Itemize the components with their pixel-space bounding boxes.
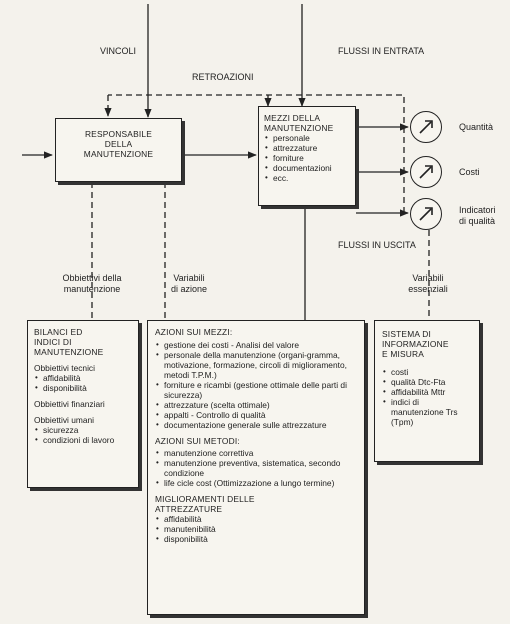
list-item: manutenibilità (155, 524, 357, 534)
list-item: sicurezza (34, 425, 132, 435)
list-item: forniture (264, 153, 350, 163)
list-item: disponibilità (34, 383, 132, 393)
mezzi-list: personale attrezzature forniture documen… (264, 133, 350, 183)
mezzi-box: MEZZI DELLA MANUTENZIONE personale attre… (258, 106, 356, 206)
retroazioni-label: RETROAZIONI (192, 72, 254, 82)
bilanci-title: BILANCI ED (34, 327, 83, 337)
list-item: affidabilità Mttr (382, 387, 472, 397)
vincoli-label: VINCOLI (100, 46, 137, 56)
gauge-icon (410, 198, 442, 230)
gauge-icon (410, 111, 442, 143)
list-item: affidabilità (34, 373, 132, 383)
list-item: ecc. (264, 173, 350, 183)
list-item: documentazione generale sulle attrezzatu… (155, 420, 357, 430)
azioni-metodi-title: AZIONI SUI METODI: (155, 436, 240, 446)
azioni-box: AZIONI SUI MEZZI: gestione dei costi - A… (147, 320, 365, 615)
responsabile-title: RESPONSABILE (84, 129, 153, 139)
list-item: personale (264, 133, 350, 143)
obbiettivi-umani: Obbiettivi umani (34, 415, 95, 425)
azioni-mezzi-title: AZIONI SUI MEZZI: (155, 327, 233, 337)
mezzi-title: MEZZI DELLA (264, 113, 321, 123)
list-item: gestione dei costi - Analisi del valore (155, 340, 357, 350)
bilanci-box: BILANCI ED INDICI DI MANUTENZIONE Obbiet… (27, 320, 139, 488)
list-item: manutenzione preventiva, sistematica, se… (155, 458, 357, 478)
miglioramenti-title: MIGLIORAMENTI DELLE (155, 494, 255, 504)
responsabile-box: RESPONSABILE DELLA MANUTENZIONE (55, 118, 182, 182)
list-item: life cicle cost (Ottimizzazione a lungo … (155, 478, 357, 488)
list-item: costi (382, 367, 472, 377)
list-item: disponibilità (155, 534, 357, 544)
list-item: affidabilità (155, 514, 357, 524)
costi-label: Costi (459, 167, 480, 177)
list-item: manutenzione correttiva (155, 448, 357, 458)
list-item: condizioni di lavoro (34, 435, 132, 445)
retroazioni-loop (108, 94, 405, 213)
obbiettivi-tecnici: Obbiettivi tecnici (34, 363, 95, 373)
list-item: documentazioni (264, 163, 350, 173)
gauge-icon (410, 156, 442, 188)
list-item: indici di manutenzione Trs (Tpm) (382, 397, 472, 427)
list-item: attrezzature (264, 143, 350, 153)
flussi-entrata-label: FLUSSI IN ENTRATA (338, 46, 425, 56)
quantita-label: Quantità (459, 122, 494, 132)
list-item: attrezzature (scelta ottimale) (155, 400, 357, 410)
obbiettivi-finanziari: Obbiettivi finanziari (34, 399, 105, 409)
list-item: personale della manutenzione (organi-gra… (155, 350, 357, 380)
list-item: qualità Dtc-Fta (382, 377, 472, 387)
flussi-uscita-label: FLUSSI IN USCITA (338, 240, 416, 250)
sistema-box: SISTEMA DI INFORMAZIONE E MISURA costi q… (374, 320, 480, 462)
list-item: appalti - Controllo di qualità (155, 410, 357, 420)
list-item: forniture e ricambi (gestione ottimale d… (155, 380, 357, 400)
sistema-title: SISTEMA DI (382, 329, 432, 339)
